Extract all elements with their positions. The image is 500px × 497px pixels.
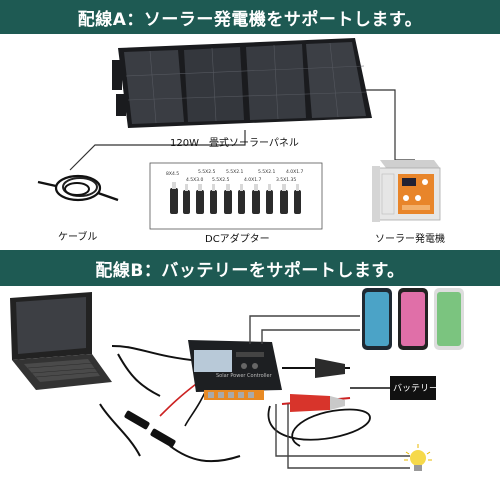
- light-bulb-icon: [404, 444, 432, 471]
- laptop-image: [10, 292, 112, 390]
- phones-image: [362, 288, 464, 350]
- solar-panel-image: [37, 38, 441, 230]
- adapter-tip-label: 5.5X2.1: [258, 170, 276, 175]
- adapter-tip-label: 4.0X1.7: [244, 178, 262, 183]
- section-a-title: 配線A：ソーラー発電機をサポートします。: [77, 9, 423, 30]
- adapter-tip-label: 4.0X1.7: [286, 170, 304, 175]
- section-a-banner: 配線A：ソーラー発電機をサポートします。: [0, 0, 500, 34]
- generator-label: ソーラー発電機: [375, 234, 445, 245]
- adapter-tip-label: 4.5X3.0: [186, 178, 204, 183]
- battery-wiring-diagram: [10, 288, 464, 471]
- adapter-tip-label: 5.5X2.5: [198, 170, 216, 175]
- panel-label: 120W 畳式ソーラーパネル: [170, 138, 299, 149]
- adapter-tip-label: 5.5X2.5: [212, 178, 230, 183]
- section-b-banner: 配線B：バッテリーをサポートします。: [0, 250, 500, 286]
- adapter-tip-label: 5.5X2.1: [226, 170, 244, 175]
- adapter-tip-label: 8X4.5: [166, 172, 180, 177]
- controller-label: Solar Power Controller: [216, 373, 272, 379]
- section-b-title: 配線B：バッテリーをサポートします。: [95, 260, 405, 281]
- adapter-label: DCアダプター: [205, 234, 270, 245]
- cable-label: ケーブル: [58, 232, 98, 243]
- charge-controller: [188, 340, 282, 400]
- battery-clamps: [281, 358, 351, 412]
- adapter-tip-label: 3.5X1.35: [276, 178, 297, 183]
- battery-label: バッテリー: [393, 384, 439, 394]
